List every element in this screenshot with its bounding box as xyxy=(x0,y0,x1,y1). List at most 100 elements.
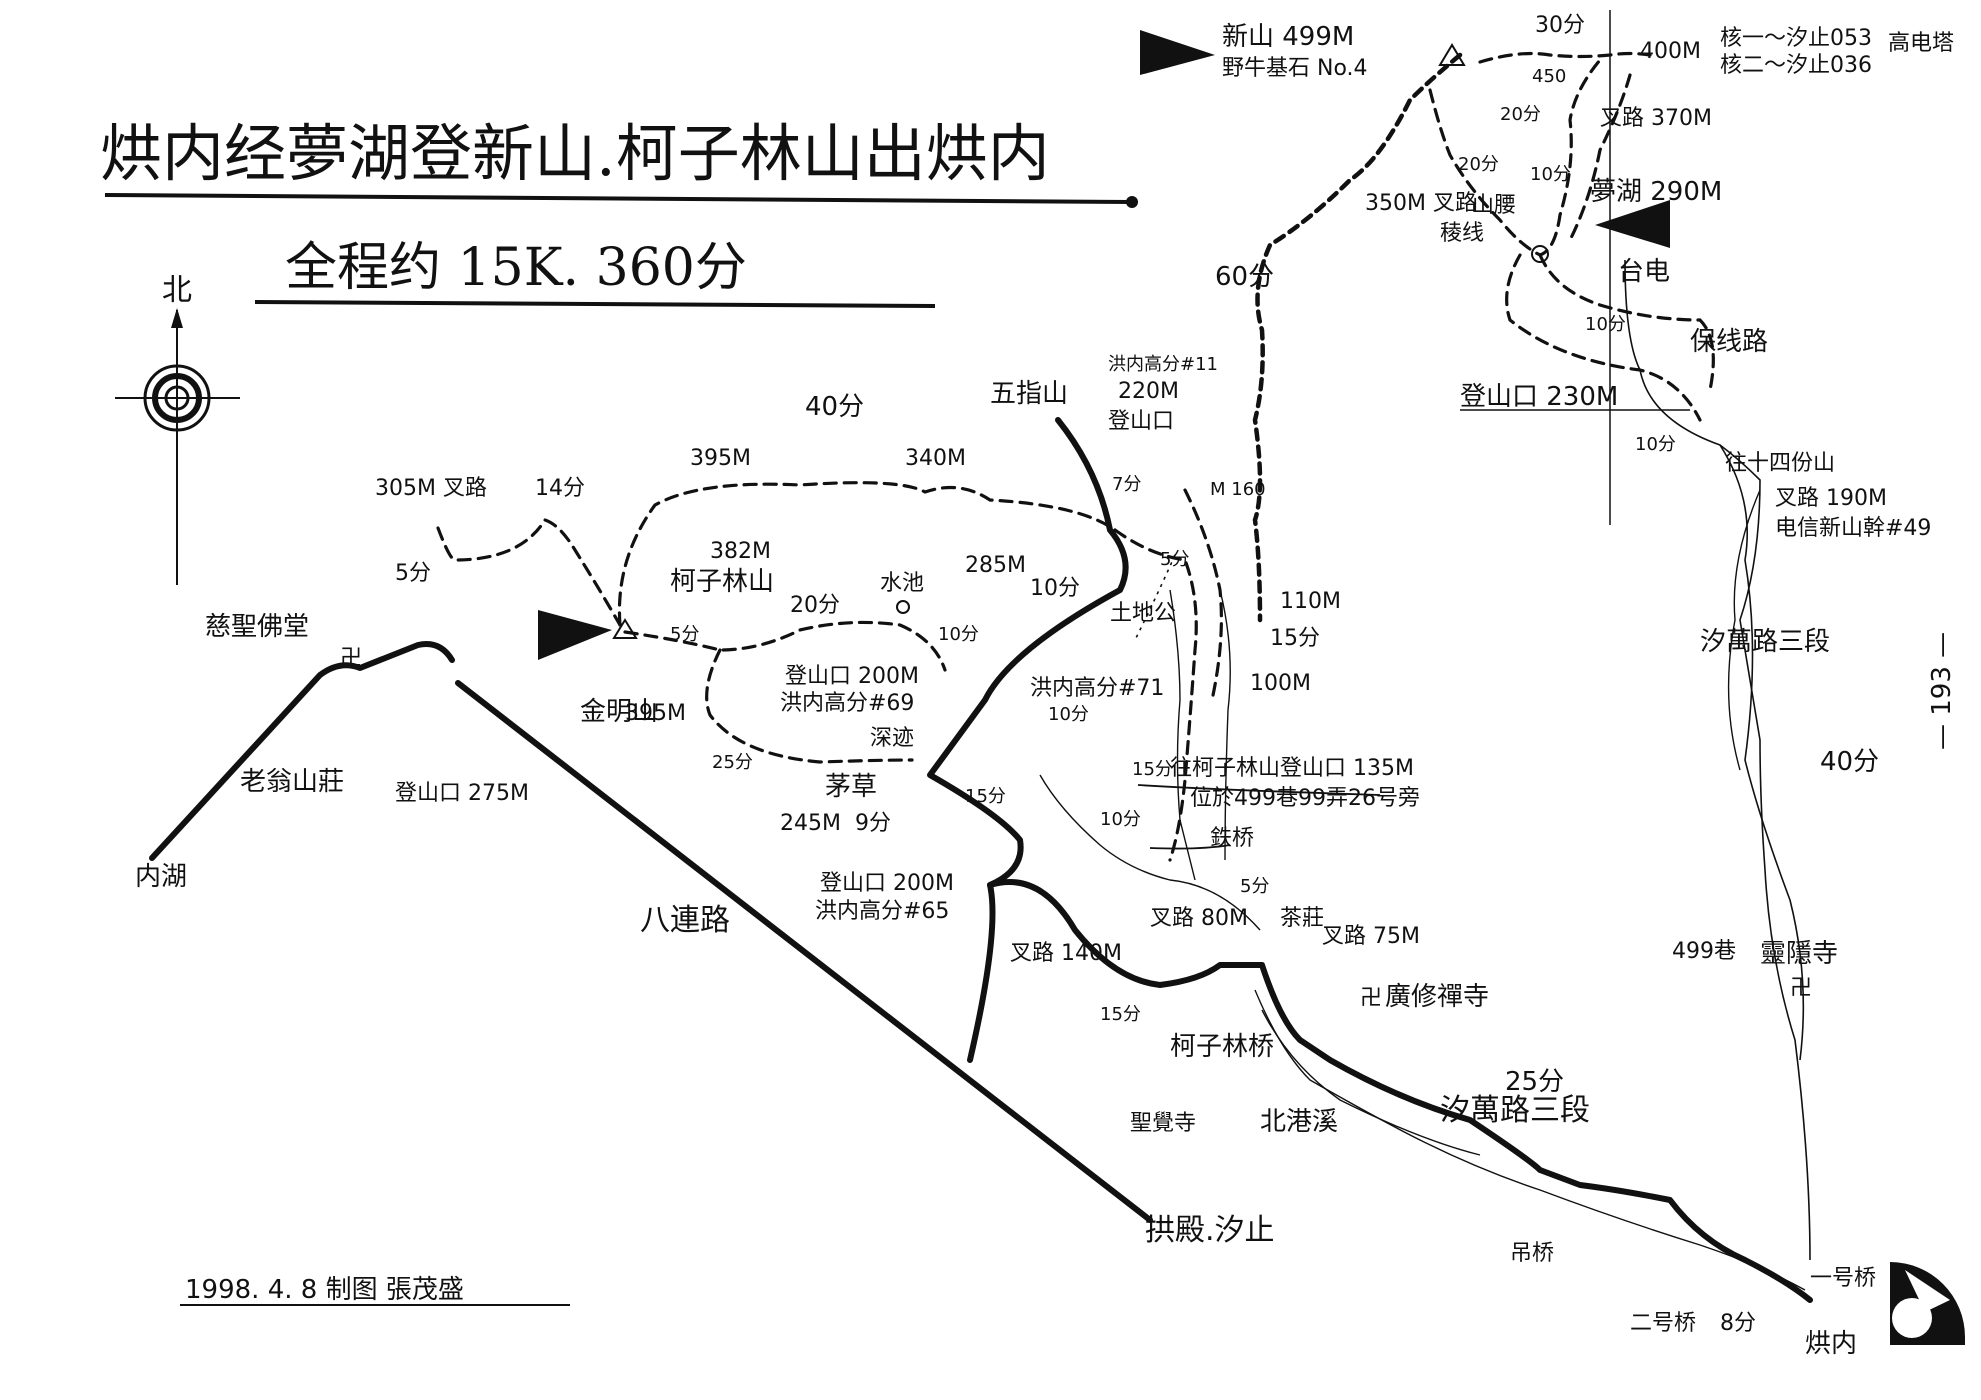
label-tower-3: 高电塔 xyxy=(1888,31,1954,56)
label-junction-305: 305M 叉路 xyxy=(375,476,487,501)
label-shendu: 深迹 xyxy=(870,726,914,751)
label-zhixiao-road: 汐萬路三段 xyxy=(1700,627,1830,657)
label-time-20-b: 20分 xyxy=(1458,154,1499,175)
label-time-60: 60分 xyxy=(1215,262,1274,292)
label-trailhead-275: 登山口 275M xyxy=(395,781,529,806)
label-tower-1: 核一～汐止053 xyxy=(1720,26,1872,51)
label-lane-499: 499巷 xyxy=(1672,939,1736,964)
label-telecom-post: 电信新山幹#49 xyxy=(1775,516,1931,541)
trail-menghu-south xyxy=(1538,253,1715,392)
temple-icon: 卍 xyxy=(1790,976,1812,1001)
label-elev-450: 450 xyxy=(1532,66,1566,87)
label-bridge-2: 二号桥 xyxy=(1630,1311,1696,1336)
north-arrow-icon: 北 xyxy=(115,273,240,585)
label-tudigong: 土地公 xyxy=(1110,601,1176,626)
label-time-5-a: 5分 xyxy=(1160,549,1189,570)
road-laoweng xyxy=(149,641,455,861)
trail-menghu-east xyxy=(1568,73,1632,242)
label-time-20-c: 20分 xyxy=(790,593,840,618)
label-time-10-c: 10分 xyxy=(1635,434,1676,455)
path-dotted-zhixiao xyxy=(1134,554,1176,641)
summit-flag-icon xyxy=(1595,200,1670,248)
label-time-20-a: 20分 xyxy=(1500,104,1541,125)
label-cisheng: 慈聖佛堂 xyxy=(205,612,309,642)
stream-kezilin xyxy=(1039,774,1261,931)
label-time-10-e: 10分 xyxy=(938,624,979,645)
triangulation-icon xyxy=(1438,43,1466,66)
label-time-7: 7分 xyxy=(1112,474,1141,495)
summit-flag-icon xyxy=(538,610,612,660)
label-time-8: 8分 xyxy=(1720,1311,1756,1336)
label-gongdian: 拱殿.汐止 xyxy=(1145,1213,1275,1248)
label-time-25-b: 25分 xyxy=(1505,1067,1564,1097)
label-elev-400: 400M xyxy=(1640,39,1701,64)
label-zhixiao-road-b: 汐萬路三段 xyxy=(1440,1093,1590,1128)
menghu-lake-icon xyxy=(1531,245,1549,263)
label-to-shisifen: 往十四份山 xyxy=(1725,451,1835,476)
label-time-30: 30分 xyxy=(1535,13,1585,38)
label-time-15-a: 15分 xyxy=(1270,626,1320,651)
label-trailhead-200a: 登山口 200M xyxy=(785,664,919,689)
label-junction-190: 叉路 190M xyxy=(1775,486,1887,511)
label-wuzhi: 五指山 xyxy=(990,379,1068,409)
arrow-icon xyxy=(1137,784,1381,796)
water-pond-icon xyxy=(896,600,910,614)
label-time-5-d: 5分 xyxy=(1240,876,1269,897)
label-time-40-b: 40分 xyxy=(805,392,864,422)
label-baoxianlu: 保线路 xyxy=(1690,327,1768,357)
stream-right-valley xyxy=(1727,489,1761,771)
label-post-71: 洪内高分#71 xyxy=(1030,676,1164,701)
label-trailhead-a: 登山口 xyxy=(1108,409,1174,434)
map-labels: 新山 499M 野牛基石 No.4 30分 400M 核一～汐止053 核二～汐… xyxy=(135,13,1954,1359)
trail-jinming xyxy=(705,648,914,764)
label-time-10-d: 10分 xyxy=(1030,576,1080,601)
subtitle-underline xyxy=(254,300,936,308)
label-elev-395-b: 395M xyxy=(625,701,686,726)
label-elev-395-a: 395M xyxy=(690,446,751,471)
label-time-10-a: 10分 xyxy=(1530,164,1571,185)
label-time-15-b: 15分 xyxy=(965,786,1006,807)
label-time-10-g: 10分 xyxy=(1100,809,1141,830)
label-bailianlu: 八連路 xyxy=(640,903,730,938)
trail-ridge-west xyxy=(436,518,622,627)
label-lingyin: 靈隱寺 xyxy=(1760,939,1838,969)
start-end-badge-icon xyxy=(1890,1262,1965,1345)
trail-kezilin-loop xyxy=(623,620,947,672)
label-jixian: 稜线 xyxy=(1440,221,1484,246)
triangulation-icon xyxy=(612,618,638,639)
label-post-69: 洪内高分#69 xyxy=(780,691,914,716)
label-elev-382: 382M xyxy=(710,539,771,564)
label-elev-100: 100M xyxy=(1250,671,1311,696)
arrow-icon xyxy=(1149,844,1231,850)
map-credit: 1998. 4. 8 制图 張茂盛 xyxy=(185,1275,464,1305)
stream-central xyxy=(1169,589,1196,881)
label-bridge-1: 一号桥 xyxy=(1810,1266,1876,1291)
label-time-40-a: 40分 xyxy=(1820,747,1879,777)
label-time-9: 9分 xyxy=(855,811,891,836)
road-lane-499 xyxy=(1719,444,1805,1061)
label-time-10-b: 10分 xyxy=(1585,314,1626,335)
label-jinming: 金明山 xyxy=(580,697,658,727)
label-elev-285: 285M xyxy=(965,553,1026,578)
map-title: 烘内经夢湖登新山.柯子林山出烘内 xyxy=(100,117,1050,190)
temple-icon: 卍 xyxy=(340,646,362,671)
trail-160 xyxy=(1183,488,1223,702)
summit-flag-icon xyxy=(1140,30,1215,75)
label-neihu: 内湖 xyxy=(135,862,187,892)
label-shengjue: 聖覺寺 xyxy=(1130,1111,1196,1136)
label-elev-245: 245M xyxy=(780,811,841,836)
label-tower-2: 核二～汐止036 xyxy=(1720,53,1872,78)
label-time-10-f: 10分 xyxy=(1048,704,1089,725)
label-xinshan-stone: 野牛基石 No.4 xyxy=(1222,56,1368,81)
stream-beigang xyxy=(1254,989,1806,1291)
title-underline-dot xyxy=(1126,196,1138,208)
label-xinshan: 新山 499M xyxy=(1222,22,1354,52)
label-maocao: 茅草 xyxy=(825,772,877,802)
label-post-65: 洪内高分#65 xyxy=(815,899,949,924)
temple-icon: 卍 xyxy=(1360,986,1382,1011)
label-time-14: 14分 xyxy=(535,476,585,501)
label-beigang: 北港溪 xyxy=(1260,1107,1338,1137)
label-elev-340: 340M xyxy=(905,446,966,471)
label-kezilin-bridge: 柯子林桥 xyxy=(1170,1032,1274,1062)
label-elev-160: M 160 xyxy=(1210,479,1266,500)
